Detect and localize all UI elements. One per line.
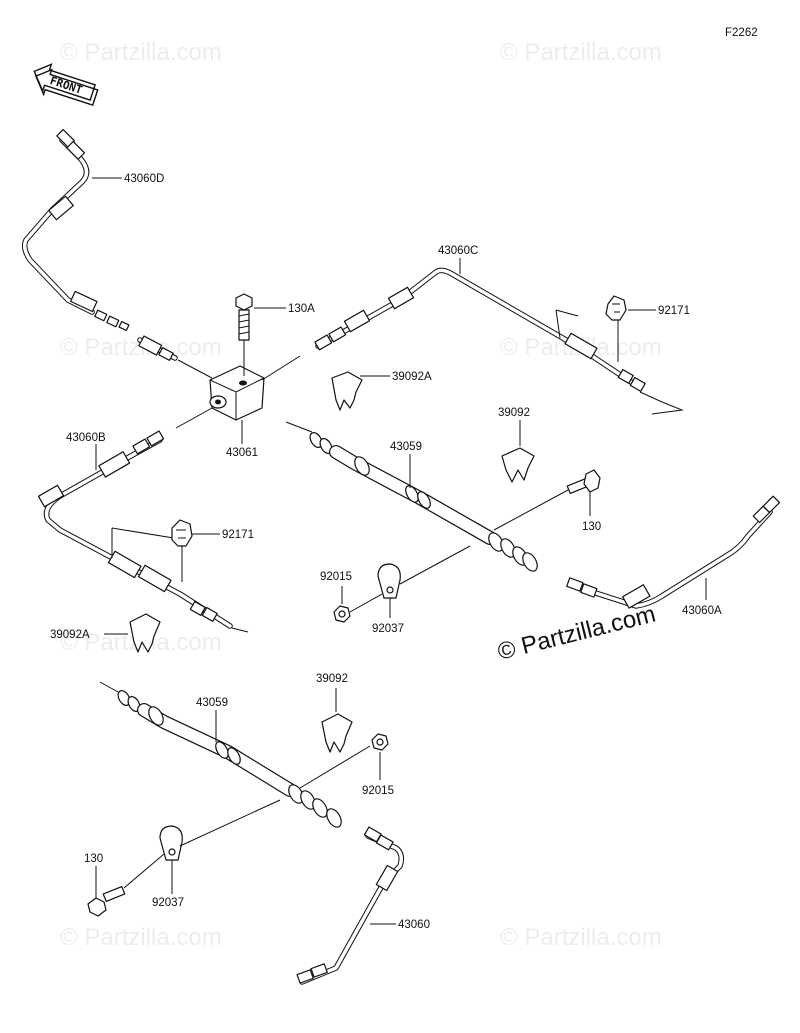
nut-92015-mid <box>333 605 351 623</box>
callout-92037-mid: 92037 <box>372 623 404 635</box>
brake-pipe-43060a <box>566 495 781 609</box>
clip-92171-left <box>171 519 193 547</box>
callout-39092-top: 39092 <box>498 407 530 419</box>
front-arrow-icon: FRONT <box>33 63 99 107</box>
callout-43060d: 43060D <box>124 173 164 185</box>
nut-92015-bottom <box>371 733 389 751</box>
callout-130a: 130A <box>288 303 315 315</box>
callout-92015-bottom: 92015 <box>362 785 394 797</box>
callout-43061: 43061 <box>226 447 258 459</box>
brake-joint-43061 <box>209 365 265 421</box>
watermark: © Partzilla.com <box>60 924 222 951</box>
callout-43060a: 43060A <box>682 605 722 617</box>
callout-92171-top: 92171 <box>658 305 690 317</box>
watermark: © Partzilla.com <box>500 39 662 66</box>
watermark: © Partzilla.com <box>500 924 662 951</box>
callout-92015-mid: 92015 <box>320 571 352 583</box>
bolt-130-top <box>493 469 601 531</box>
callout-130-bottom: 130 <box>84 853 103 865</box>
callout-39092a-top: 39092A <box>392 371 432 383</box>
callout-43060: 43060 <box>398 919 430 931</box>
clamp-92037-bottom <box>159 825 183 861</box>
callout-39092-bottom: 39092 <box>316 673 348 685</box>
watermark-large: © Partzilla.com <box>495 601 658 666</box>
clamp-92037-mid <box>377 563 401 599</box>
clip-39092a-left <box>129 613 161 653</box>
watermark: © Partzilla.com <box>60 39 222 66</box>
clip-39092-bottom <box>321 713 353 753</box>
clip-92171 <box>605 295 627 321</box>
callout-43060c: 43060C <box>438 245 478 257</box>
brake-pipe-43060b <box>37 430 233 629</box>
brake-pipe-43060 <box>296 826 405 985</box>
bolt-130a <box>235 293 253 341</box>
callout-130-top: 130 <box>582 521 601 533</box>
brake-hose-43059-bottom <box>99 681 342 828</box>
brake-pipe-43060d <box>21 128 130 332</box>
diagram-code: F2262 <box>725 27 758 39</box>
brake-hose-43059-top <box>285 421 538 572</box>
bolt-130-bottom <box>87 885 126 917</box>
callout-92171-left: 92171 <box>222 529 254 541</box>
callout-43059-bottom: 43059 <box>196 697 228 709</box>
callout-92037-bottom: 92037 <box>152 897 184 909</box>
callout-39092a-left: 39092A <box>50 629 90 641</box>
callout-43060b: 43060B <box>66 432 106 444</box>
callout-43059-top: 43059 <box>390 441 422 453</box>
clip-39092a-top <box>331 371 363 411</box>
clip-39092-top <box>501 447 535 483</box>
pipe-fitting <box>137 335 178 361</box>
brake-pipe-43060c <box>314 267 646 392</box>
